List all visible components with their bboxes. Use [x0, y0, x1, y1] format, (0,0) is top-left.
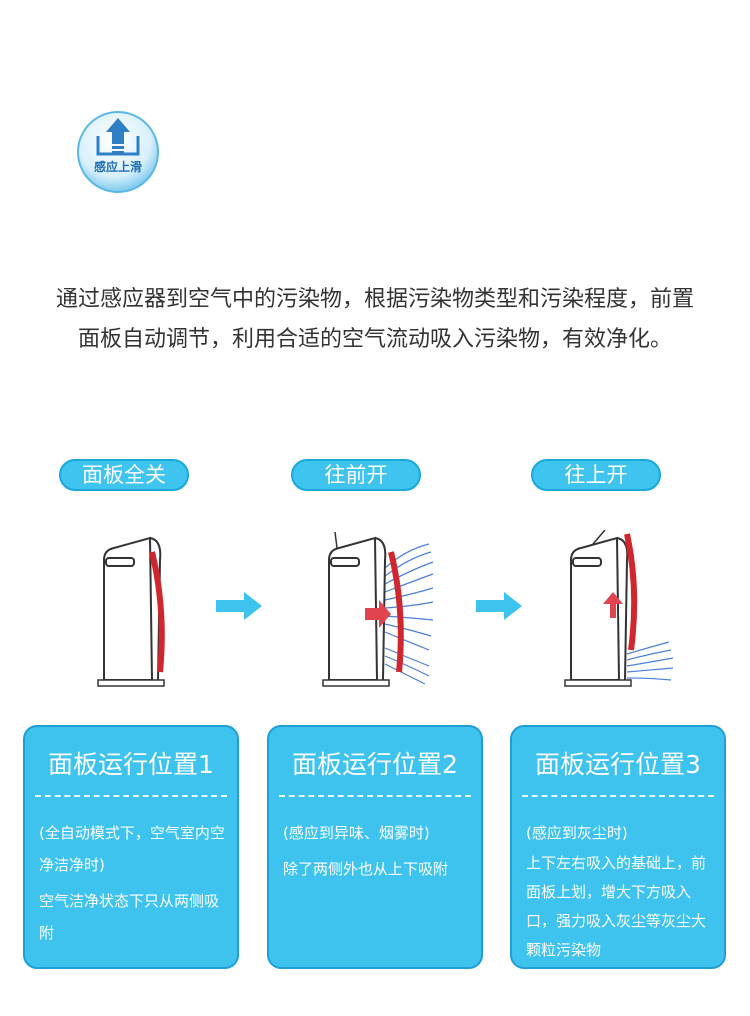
card-divider [35, 795, 227, 797]
purifier-closed-illustration [97, 536, 165, 687]
card-title: 面板运行位置2 [292, 750, 458, 779]
card-title: 面板运行位置3 [535, 750, 701, 779]
transition-arrow-icon [216, 592, 262, 620]
mode-label-forward: 往前开 [291, 459, 421, 491]
feature-description: 通过感应器到空气中的污染物，根据污染物类型和污染程度，前置面板自动调节，利用合适… [55, 287, 694, 352]
sensor-slide-badge: 感应上滑 [76, 110, 160, 194]
card-divider [279, 795, 471, 797]
transition-arrow-icon [476, 592, 522, 620]
card-detail: 空气洁净状态下只从两侧吸附 [39, 892, 220, 942]
badge-label: 感应上滑 [93, 160, 142, 174]
mode-label-closed: 面板全关 [59, 459, 189, 491]
panel-position-card-2: 面板运行位置2 (感应到异味、烟雾时) 除了两侧外也从上下吸附 [267, 725, 483, 969]
purifier-forward-illustration [322, 531, 434, 687]
card-divider [522, 795, 714, 797]
card-detail: 上下左右吸入的基础上，前面板上划，增大下方吸入口，强力吸入灰尘等灰尘大颗粒污染物 [526, 854, 707, 959]
upload-arrow-icon [77, 111, 159, 193]
card-condition: (感应到异味、烟雾时) [283, 824, 430, 842]
mode-label-upward: 往上开 [531, 459, 661, 491]
card-condition: (感应到灰尘时) [526, 824, 628, 842]
card-condition: (全自动模式下，空气室内空净洁净时) [39, 824, 225, 874]
card-detail: 除了两侧外也从上下吸附 [283, 860, 449, 878]
panel-position-card-1: 面板运行位置1 (全自动模式下，空气室内空净洁净时) 空气洁净状态下只从两侧吸附 [23, 725, 239, 969]
card-title: 面板运行位置1 [48, 750, 214, 779]
purifier-upward-illustration [564, 530, 674, 687]
panel-position-card-3: 面板运行位置3 (感应到灰尘时) 上下左右吸入的基础上，前面板上划，增大下方吸入… [510, 725, 726, 969]
